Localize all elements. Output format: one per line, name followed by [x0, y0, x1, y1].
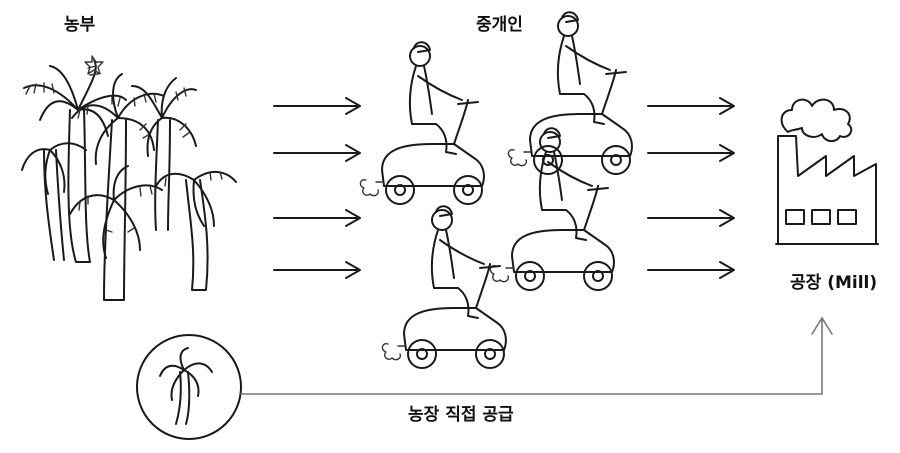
- arrow-icon: [647, 97, 735, 115]
- scooter-rider-icon: [381, 205, 507, 369]
- arrow-icon: [273, 261, 361, 279]
- arrow-icon: [647, 144, 735, 162]
- direct-supply-label: 농장 직접 공급: [408, 405, 514, 425]
- small-palm-icon: [159, 347, 213, 425]
- arrows-farmers-to-middlemen: [273, 97, 361, 279]
- palm-trees-icon: [21, 55, 237, 301]
- factory-icon: [775, 98, 879, 245]
- mill-label: 공장 (Mill): [790, 273, 878, 293]
- arrow-icon: [273, 144, 361, 162]
- arrow-icon: [273, 97, 361, 115]
- arrow-icon: [273, 209, 361, 227]
- arrows-middlemen-to-mill: [647, 97, 735, 279]
- direct-supply-path: [136, 316, 833, 440]
- scooter-rider-icon: [507, 11, 633, 175]
- direct-farm-circle: [136, 334, 242, 440]
- arrow-icon: [647, 261, 735, 279]
- middlemen-label: 중개인: [476, 15, 523, 35]
- arrow-icon: [647, 209, 735, 227]
- scooter-rider-icon: [359, 41, 485, 205]
- farmers-label: 농부: [64, 15, 96, 35]
